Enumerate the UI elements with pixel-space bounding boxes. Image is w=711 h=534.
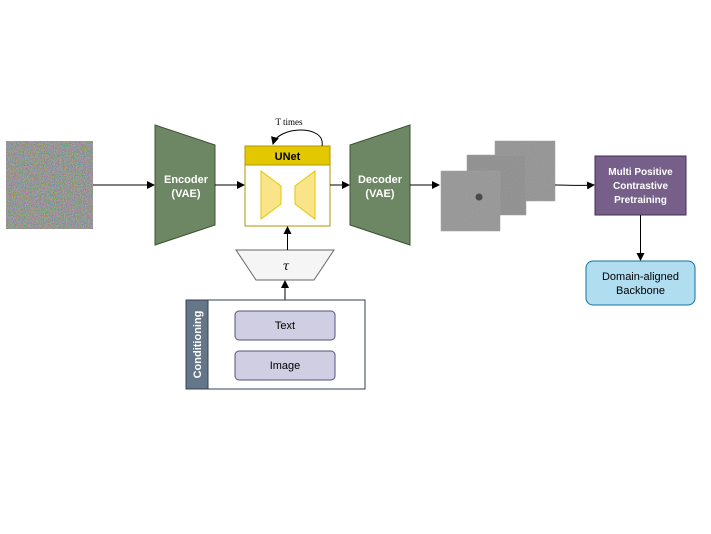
- backbone-line2: Backbone: [616, 285, 665, 297]
- decoder-label-line2: (VAE): [365, 188, 394, 200]
- decoder-label-line1: Decoder: [358, 174, 403, 186]
- conditioning-text-option: [234, 310, 336, 341]
- conditioning-title: Conditioning: [192, 311, 204, 379]
- unet-left-wing: [260, 170, 282, 220]
- conditioning-title-bar: [185, 299, 209, 390]
- encoder-label-line2: (VAE): [171, 188, 200, 200]
- conditioning-image-option: [234, 350, 336, 381]
- unet-header: [244, 145, 331, 166]
- conditioning-text-label: Text: [275, 320, 295, 332]
- t-times-loop-arrow: [271, 129, 323, 147]
- contrastive-line3: Pretraining: [614, 195, 667, 206]
- unet-title: UNet: [275, 151, 301, 163]
- contrastive-line2: Contrastive: [613, 181, 668, 192]
- contrastive-pretraining-block: Multi Positive Contrastive Pretraining: [594, 155, 687, 216]
- conditioning-image-label: Image: [270, 360, 301, 372]
- contrastive-line1: Multi Positive: [608, 167, 673, 178]
- t-times-label: T times: [275, 117, 303, 127]
- tau-encoder-block: τ: [235, 249, 335, 281]
- conditioning-panel: Conditioning Text Image: [185, 299, 366, 390]
- unet-block: UNet: [244, 145, 331, 227]
- encoder-block: Encoder (VAE): [154, 124, 216, 246]
- generated-image-icon: [440, 140, 556, 232]
- encoder-label-line1: Encoder: [164, 174, 209, 186]
- noise-image-icon: [6, 141, 93, 229]
- decoder-block: Decoder (VAE): [349, 124, 411, 246]
- unet-right-wing: [294, 170, 316, 220]
- backbone-block: Domain-aligned Backbone: [585, 260, 696, 306]
- tau-symbol: τ: [283, 259, 290, 273]
- backbone-line1: Domain-aligned: [602, 271, 679, 283]
